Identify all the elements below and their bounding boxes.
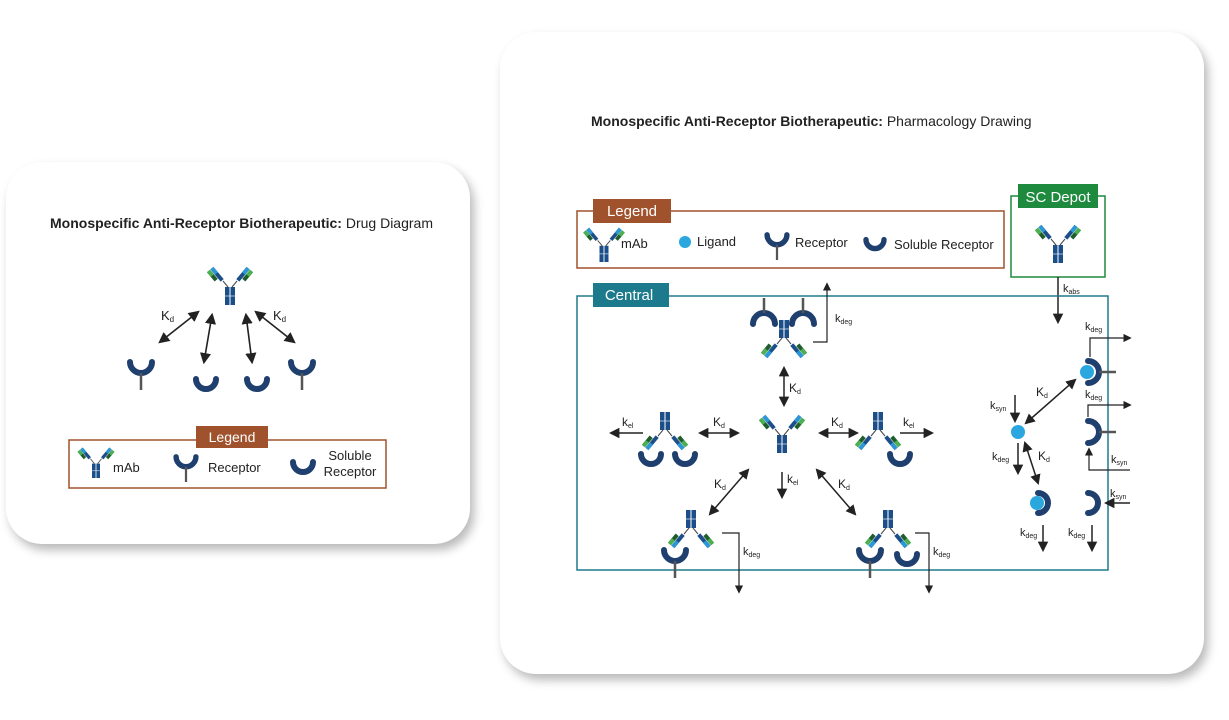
- central-title-bg: [593, 283, 669, 307]
- free-ligand-icon: [1011, 425, 1025, 439]
- kdeg-arrow: [1087, 400, 1132, 417]
- kd-label: Kd: [1038, 449, 1050, 464]
- kdeg-label: kdeg: [743, 546, 760, 559]
- soluble-receptor-icon: [293, 462, 313, 472]
- drug-diagram-card: [6, 162, 470, 544]
- kdeg-arrow: [915, 532, 934, 594]
- kd-label: Kd: [714, 477, 726, 492]
- kabs-label: kabs: [1063, 283, 1080, 296]
- kdeg-label: kdeg: [1020, 527, 1037, 540]
- legend-title: Legend: [607, 203, 657, 220]
- depot-mab-icon: [1034, 224, 1082, 264]
- legend-receptor-label: Receptor: [208, 460, 261, 475]
- pharmacology-drawing-title: Monospecific Anti-Receptor Biotherapeuti…: [591, 113, 1032, 129]
- legend-title-bg: [196, 426, 268, 448]
- kd-label: Kd: [1036, 385, 1048, 400]
- kdeg-arrow: [722, 532, 744, 594]
- legend-mab-label: mAb: [621, 236, 648, 251]
- title-bold: Monospecific Anti-Receptor Biotherapeuti…: [591, 113, 883, 129]
- legend-box: [576, 210, 1005, 269]
- mab-soluble-receptor-complex-icon: [641, 412, 695, 464]
- pharmacology-drawing-card: [500, 32, 1204, 674]
- mab-soluble-receptor-complex-icon: [855, 412, 910, 464]
- kd-label: Kd: [838, 477, 850, 492]
- central-mab-icon: [206, 266, 254, 306]
- ksyn-arrow: [1084, 447, 1130, 471]
- kd-label-right: Kd: [273, 308, 286, 324]
- kd-label-left: Kd: [161, 308, 174, 324]
- central-title: Central: [605, 287, 653, 304]
- kd-arrow: [815, 468, 857, 516]
- kdeg-arrow: [1089, 333, 1132, 357]
- legend-mab-label: mAb: [113, 460, 140, 475]
- kdeg-label: kdeg: [992, 451, 1009, 464]
- kd-label: Kd: [789, 381, 801, 396]
- kel-label: kel: [903, 415, 915, 430]
- title-rest: Pharmacology Drawing: [882, 113, 1032, 129]
- sc-depot-title-bg: [1018, 184, 1098, 208]
- ligand-soluble-receptor-complex-icon: [1030, 493, 1048, 513]
- sc-depot-box: [1010, 195, 1106, 278]
- legend-receptor-label: Receptor: [795, 235, 848, 250]
- kd-arrow: [1024, 378, 1077, 425]
- mab-icon: [582, 227, 626, 263]
- ksyn-label: ksyn: [1110, 488, 1127, 501]
- mab-receptor-complex-icon: [753, 298, 814, 358]
- drug-diagram-title: Monospecific Anti-Receptor Biotherapeuti…: [50, 215, 433, 231]
- kel-label: kel: [622, 415, 634, 430]
- receptor-icon: [130, 362, 152, 390]
- kdeg-label: kdeg: [1068, 527, 1085, 540]
- binding-arrow: [158, 310, 200, 344]
- kdeg-label: kdeg: [1085, 389, 1102, 402]
- legend-soluble-label-2: Receptor: [324, 464, 377, 479]
- ligand-receptor-complex-icon: [1080, 361, 1116, 383]
- mab-receptor-soluble-complex-icon: [859, 510, 917, 578]
- kd-label: Kd: [713, 415, 725, 430]
- binding-arrow: [254, 310, 296, 344]
- legend-soluble-receptor-label: Soluble Receptor: [894, 237, 994, 252]
- kd-arrow: [1022, 441, 1041, 485]
- title-rest: Drug Diagram: [341, 215, 433, 231]
- ksyn-label: ksyn: [990, 400, 1007, 413]
- receptor-icon: [176, 457, 196, 482]
- receptor-icon: [1088, 421, 1116, 443]
- binding-arrow: [199, 312, 217, 365]
- kdeg-label: kdeg: [835, 313, 852, 326]
- ligand-icon: [679, 236, 691, 248]
- legend-ligand-label: Ligand: [697, 234, 736, 249]
- binding-arrow: [241, 312, 257, 365]
- legend-title-bg: [593, 199, 671, 223]
- kdeg-label: kdeg: [933, 546, 950, 559]
- soluble-receptor-icon: [247, 379, 267, 389]
- legend-title: Legend: [209, 429, 256, 445]
- legend-soluble-label-1: Soluble: [328, 448, 371, 463]
- sc-depot-title: SC Depot: [1025, 189, 1091, 206]
- kd-arrow: [708, 468, 750, 516]
- mab-icon: [77, 447, 115, 479]
- receptor-icon: [291, 362, 313, 390]
- kdeg-label: kdeg: [1085, 321, 1102, 334]
- free-mab-icon: [758, 414, 806, 454]
- kel-label: kel: [787, 472, 799, 487]
- soluble-receptor-icon: [866, 240, 884, 249]
- receptor-icon: [767, 235, 787, 260]
- kdeg-arrow: [813, 282, 832, 343]
- ksyn-label: ksyn: [1111, 454, 1128, 467]
- soluble-receptor-icon: [196, 379, 216, 389]
- soluble-receptor-icon: [1088, 493, 1098, 513]
- title-bold: Monospecific Anti-Receptor Biotherapeuti…: [50, 215, 342, 231]
- kd-label: Kd: [831, 415, 843, 430]
- mab-receptor-complex-icon: [664, 510, 714, 578]
